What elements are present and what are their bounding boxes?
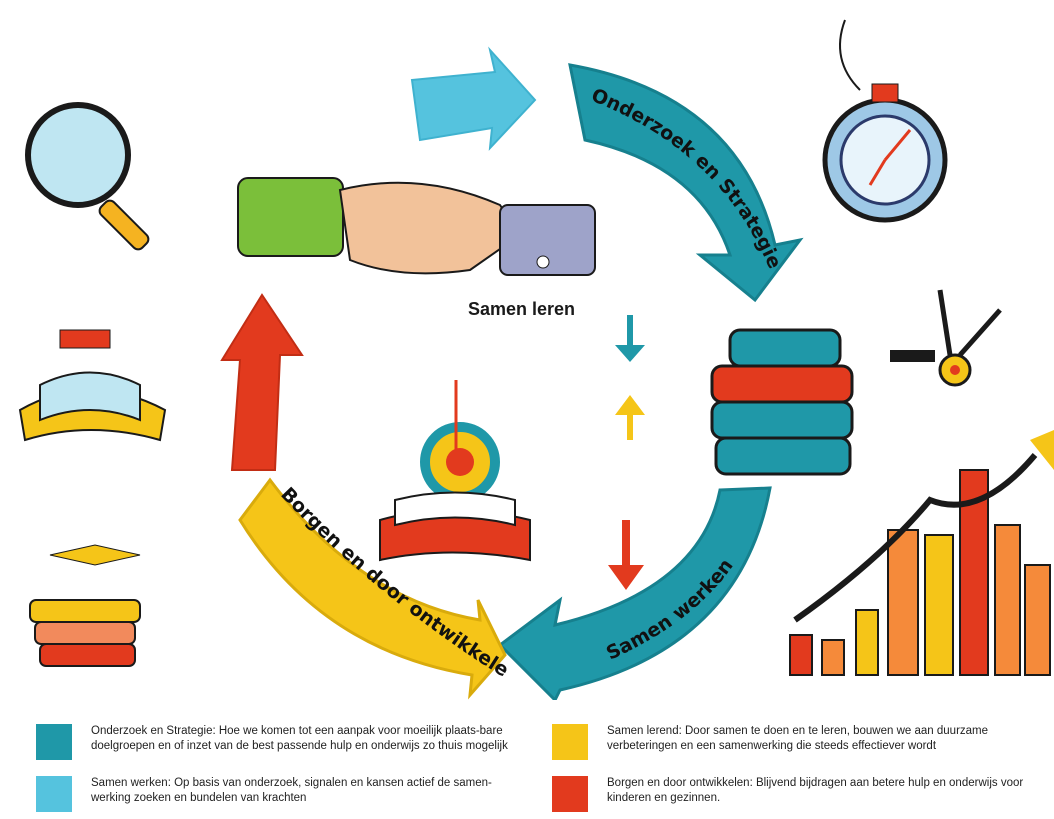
light-blue-arrow xyxy=(410,46,537,151)
onderzoek-arc: Onderzoek en Strategie xyxy=(568,63,804,303)
magnifier-icon xyxy=(25,102,150,251)
red-arrow xyxy=(220,293,304,471)
clock-hands-icon xyxy=(890,289,1002,387)
bar-chart-growth-icon xyxy=(789,430,1054,676)
legend-swatch-light-blue xyxy=(36,776,72,812)
handshake-icon xyxy=(237,177,596,276)
legend-item-samen-lerend: Samen lerend: Door samen te doen en te l… xyxy=(552,724,1052,760)
legend-item-onderzoek: Onderzoek en Strategie: Hoe we komen tot… xyxy=(36,724,516,760)
book-stack-icon xyxy=(710,328,854,476)
legend-swatch-yellow xyxy=(552,724,588,760)
legend-item-samen-werken: Samen werken: Op basis van onderzoek, si… xyxy=(36,776,516,812)
cycle-illustration: Onderzoek en Strategie Samen werken Borg… xyxy=(0,0,1054,700)
target-book-icon xyxy=(379,380,531,562)
legend-text: Samen lerend: Door samen te doen en te l… xyxy=(607,725,989,752)
legend-text: Onderzoek en Strategie: Hoe we komen tot… xyxy=(91,725,508,752)
graduation-books-icon xyxy=(18,329,167,667)
center-arrows xyxy=(608,315,645,590)
legend-swatch-red xyxy=(552,776,588,812)
center-label: Samen leren xyxy=(468,299,576,319)
legend-text: Borgen en door ontwikkelen: Blijvend bij… xyxy=(607,777,1024,804)
legend-item-borgen: Borgen en door ontwikkelen: Blijvend bij… xyxy=(552,776,1052,812)
stopwatch-icon xyxy=(822,19,948,223)
legend-swatch-teal xyxy=(36,724,72,760)
samen-werken-arc: Samen werken xyxy=(497,486,772,700)
legend: Onderzoek en Strategie: Hoe we komen tot… xyxy=(0,700,1054,819)
legend-text: Samen werken: Op basis van onderzoek, si… xyxy=(91,777,492,804)
